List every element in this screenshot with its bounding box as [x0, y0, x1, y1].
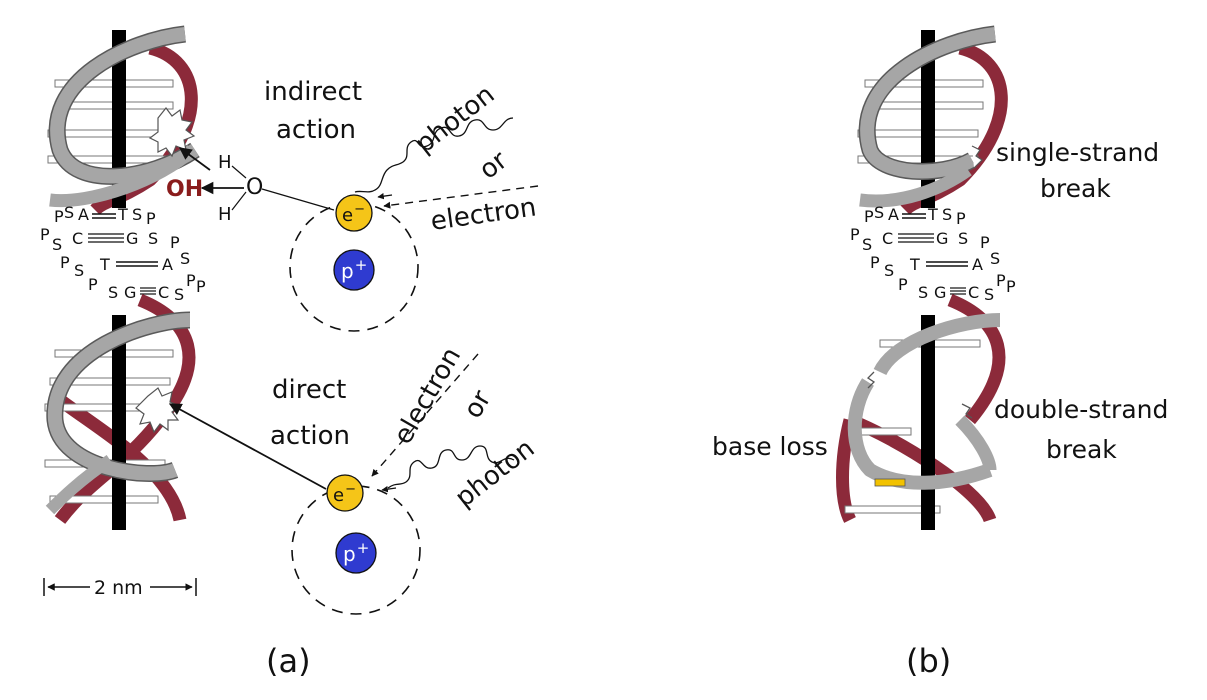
panel-a: P S A T S P P S C G S P P S T A S P P — [40, 25, 541, 680]
or-label-bottom: or — [458, 385, 497, 423]
svg-text:S: S — [862, 235, 872, 254]
svg-text:P: P — [956, 209, 966, 228]
svg-text:O: O — [246, 175, 263, 200]
svg-text:p+: p+ — [343, 539, 369, 566]
svg-text:P: P — [88, 275, 98, 294]
double-strand-break-label: double-strand — [994, 395, 1168, 424]
water-molecule: O H H OH — [166, 147, 335, 225]
single-strand-break-label: break — [1040, 174, 1111, 203]
panel-b: P S A T S P P S C G S P P S T A S P P — [712, 25, 1168, 680]
svg-text:S: S — [64, 203, 74, 222]
electron-bottom — [326, 474, 364, 512]
indirect-action-label: action — [276, 115, 356, 145]
svg-text:P: P — [54, 207, 64, 226]
atom-bottom: e− p+ — [291, 474, 421, 615]
svg-text:P: P — [980, 233, 990, 252]
svg-text:C: C — [882, 229, 893, 248]
svg-text:S: S — [918, 283, 928, 302]
photon-label-bottom: photon — [450, 434, 541, 514]
hydroxyl-radical: OH — [166, 177, 203, 202]
svg-text:S: S — [874, 203, 884, 222]
svg-text:S: S — [884, 261, 894, 280]
caption-b: (b) — [906, 642, 951, 680]
damage-site-direct — [135, 387, 182, 434]
lower-helix-a — [44, 293, 196, 530]
scale-bar: 2 nm — [43, 577, 197, 599]
svg-text:S: S — [958, 229, 968, 248]
svg-text:P: P — [186, 271, 196, 290]
svg-text:S: S — [108, 283, 118, 302]
svg-text:S: S — [174, 285, 184, 304]
svg-text:P: P — [60, 253, 70, 272]
svg-text:P: P — [870, 253, 880, 272]
base-sequence-a: P S A T S P P S C G S P P S T A S P P — [40, 203, 206, 304]
svg-text:P: P — [864, 207, 874, 226]
svg-text:T: T — [909, 255, 920, 274]
single-strand-break — [971, 145, 983, 169]
svg-text:T: T — [927, 205, 938, 224]
proton-bottom — [335, 532, 377, 574]
svg-text:G: G — [934, 283, 946, 302]
electron-label-top: electron — [429, 192, 538, 236]
svg-text:S: S — [180, 249, 190, 268]
svg-text:S: S — [942, 205, 952, 224]
direct-action-label: action — [270, 421, 350, 451]
svg-text:A: A — [972, 255, 983, 274]
svg-text:e−: e− — [333, 482, 356, 506]
svg-text:P: P — [40, 225, 50, 244]
svg-text:S: S — [132, 205, 142, 224]
svg-text:P: P — [170, 233, 180, 252]
svg-text:S: S — [990, 249, 1000, 268]
svg-text:A: A — [162, 255, 173, 274]
svg-text:G: G — [936, 229, 948, 248]
svg-text:P: P — [196, 277, 206, 296]
svg-text:H: H — [218, 152, 232, 173]
photon-wave-top — [354, 117, 514, 193]
helix-axis — [112, 30, 126, 208]
svg-text:P: P — [996, 271, 1006, 290]
svg-text:S: S — [74, 261, 84, 280]
base-sequence-b: P S A T S P P S C G S P P S T A S P P — [850, 203, 1016, 304]
svg-text:C: C — [72, 229, 83, 248]
svg-text:S: S — [984, 285, 994, 304]
lower-helix-b — [836, 293, 1006, 530]
svg-text:S: S — [52, 235, 62, 254]
svg-text:p+: p+ — [341, 256, 367, 283]
svg-text:T: T — [117, 205, 128, 224]
indirect-action-label: indirect — [264, 77, 362, 107]
photon-wave-bottom — [387, 445, 515, 489]
svg-text:P: P — [1006, 277, 1016, 296]
direct-action-label: direct — [272, 375, 346, 405]
photon-label-top: photon — [410, 80, 501, 160]
svg-text:e−: e− — [342, 202, 365, 226]
base-loss-label: base loss — [712, 432, 828, 461]
svg-text:P: P — [850, 225, 860, 244]
caption-a: (a) — [266, 642, 311, 680]
upper-helix-a — [47, 25, 200, 215]
svg-text:S: S — [148, 229, 158, 248]
svg-text:P: P — [146, 209, 156, 228]
svg-text:G: G — [124, 283, 136, 302]
upper-helix-b — [857, 25, 1008, 215]
svg-text:P: P — [898, 275, 908, 294]
damage-site-indirect — [148, 107, 196, 158]
svg-text:2 nm: 2 nm — [94, 577, 143, 599]
proton-top — [333, 249, 375, 291]
svg-text:T: T — [99, 255, 110, 274]
svg-text:H: H — [218, 204, 232, 225]
single-strand-break-label: single-strand — [996, 138, 1159, 167]
svg-text:G: G — [126, 229, 138, 248]
svg-text:A: A — [888, 205, 899, 224]
atom-top: e− p+ — [289, 194, 419, 332]
svg-text:C: C — [968, 283, 979, 302]
double-strand-break — [866, 371, 973, 419]
or-label-top: or — [474, 145, 514, 185]
double-strand-break-label: break — [1046, 435, 1117, 464]
electron-top — [335, 194, 373, 232]
missing-base — [874, 478, 906, 487]
svg-text:C: C — [158, 283, 169, 302]
electron-label-bottom: electron — [388, 343, 467, 450]
svg-text:A: A — [78, 205, 89, 224]
